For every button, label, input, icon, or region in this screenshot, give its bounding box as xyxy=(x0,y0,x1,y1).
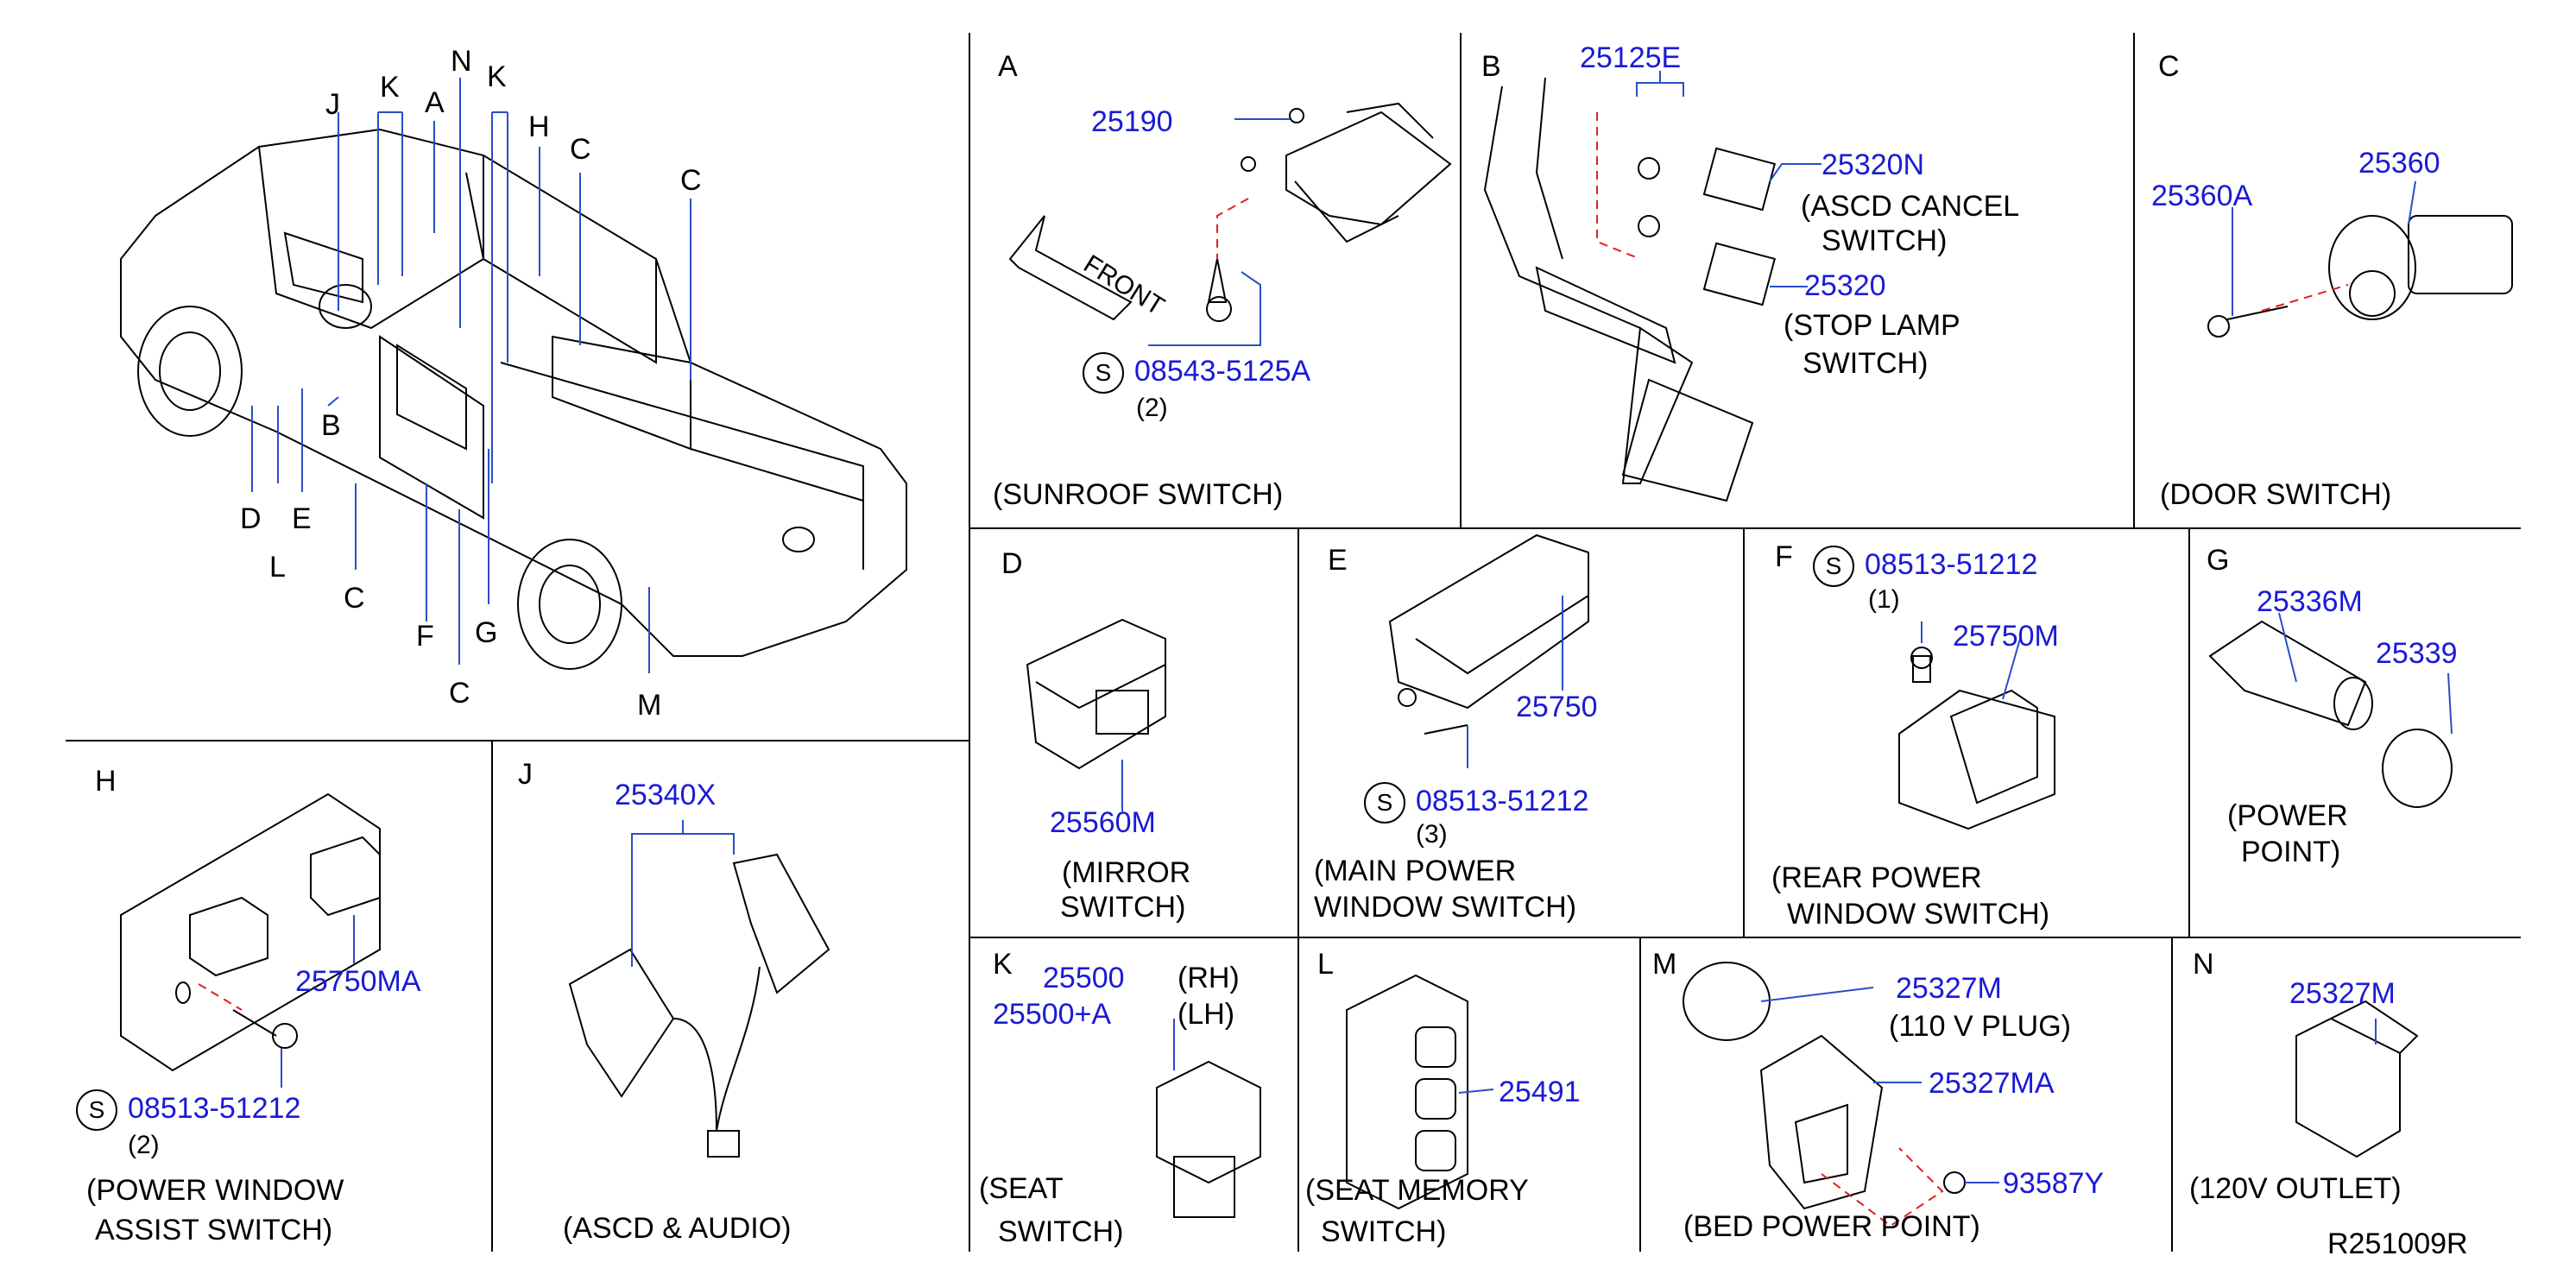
callout-c4: C xyxy=(449,677,470,710)
panel-letter: L xyxy=(1317,948,1334,981)
part-number: 25336M xyxy=(2257,585,2363,618)
part-number: 08513-51212 xyxy=(1416,784,1589,817)
part-number: 08543-5125A xyxy=(1134,354,1311,388)
part-number: 25491 xyxy=(1499,1076,1581,1108)
panel-caption: (MAIN POWER xyxy=(1314,855,1517,887)
panel-caption: (POWER xyxy=(2227,799,2348,832)
panel-caption: (120V OUTLET) xyxy=(2189,1172,2402,1205)
quantity: (3) xyxy=(1416,820,1448,849)
panel-caption: POINT) xyxy=(2241,836,2341,868)
panel-caption: (BED POWER POINT) xyxy=(1683,1210,1980,1243)
part-number: 25750M xyxy=(1953,620,2059,653)
quantity: (1) xyxy=(1868,585,1900,614)
part-number: 25327M xyxy=(1896,972,2002,1005)
panel-caption: (REAR POWER xyxy=(1771,861,1982,894)
part-number: 93587Y xyxy=(2003,1167,2105,1200)
callout-h: H xyxy=(528,110,550,143)
standard-part-symbol: S xyxy=(1813,546,1854,587)
panel-caption: (SEAT MEMORY xyxy=(1305,1174,1529,1207)
part-desc: SWITCH) xyxy=(1803,347,1929,380)
part-number: 25360A xyxy=(2151,180,2253,212)
panel-letter: F xyxy=(1775,540,1793,573)
panel-caption: (ASCD & AUDIO) xyxy=(563,1212,792,1245)
callout-n: N xyxy=(451,45,472,78)
callout-k2: K xyxy=(487,60,507,93)
part-number: 08513-51212 xyxy=(1865,547,2038,581)
part-number: 25327MA xyxy=(1929,1067,2055,1100)
panel-letter: K xyxy=(993,948,1013,981)
part-number: 25560M xyxy=(1050,806,1156,839)
truck-outline xyxy=(120,128,907,670)
part-number: 25500+A xyxy=(993,998,1112,1031)
callout-f: F xyxy=(416,620,434,653)
panel-caption: (POWER WINDOW xyxy=(86,1174,344,1207)
reference-code: R251009R xyxy=(2327,1227,2468,1260)
part-desc: SWITCH) xyxy=(1822,224,1948,257)
callout-l: L xyxy=(269,551,286,584)
quantity: (2) xyxy=(1136,394,1168,422)
standard-part-symbol: S xyxy=(1364,782,1405,824)
callout-e: E xyxy=(292,502,312,535)
panel-letter: A xyxy=(998,50,1018,83)
callout-g: G xyxy=(475,616,498,649)
panel-caption: SWITCH) xyxy=(1060,891,1186,924)
panel-caption: (MIRROR xyxy=(1062,856,1191,889)
panel-caption: WINDOW SWITCH) xyxy=(1787,898,2050,931)
part-number: 25340X xyxy=(615,779,717,811)
screw-label: S 08513-51212 xyxy=(1813,546,2037,587)
panel-caption: SWITCH) xyxy=(1321,1215,1447,1248)
part-number: 25327M xyxy=(2289,977,2396,1010)
callout-b: B xyxy=(321,409,341,442)
standard-part-symbol: S xyxy=(76,1089,117,1131)
panel-caption: (SEAT xyxy=(979,1172,1064,1205)
callout-k: K xyxy=(380,71,400,104)
screw-label: S 08513-51212 xyxy=(76,1089,300,1131)
quantity: (2) xyxy=(128,1131,160,1159)
callout-c1: C xyxy=(570,133,591,166)
standard-part-symbol: S xyxy=(1083,352,1124,394)
panel-caption: (DOOR SWITCH) xyxy=(2160,478,2392,511)
side-label: (RH) xyxy=(1178,962,1240,994)
part-number: 25500 xyxy=(1043,962,1125,994)
panel-letter: B xyxy=(1481,50,1501,83)
panel-caption: ASSIST SWITCH) xyxy=(95,1214,333,1246)
part-number: 25750MA xyxy=(295,965,421,998)
part-number: 25360 xyxy=(2358,147,2440,180)
part-number: 25190 xyxy=(1091,105,1173,138)
panel-letter: N xyxy=(2193,948,2214,981)
screw-label: S 08513-51212 xyxy=(1364,782,1588,824)
callout-m: M xyxy=(637,689,662,722)
part-number: 25320 xyxy=(1804,269,1886,302)
part-number: 25750 xyxy=(1516,691,1598,723)
panel-letter: E xyxy=(1328,544,1348,577)
callout-c2: C xyxy=(680,164,702,197)
side-label: (LH) xyxy=(1178,998,1235,1031)
part-desc: (110 V PLUG) xyxy=(1889,1010,2072,1043)
panel-letter: H xyxy=(95,765,117,798)
panel-letter: M xyxy=(1652,948,1677,981)
part-number: 25320N xyxy=(1822,148,1925,181)
callout-c3: C xyxy=(344,582,365,615)
panel-letter: G xyxy=(2207,544,2230,577)
panel-caption: WINDOW SWITCH) xyxy=(1314,891,1577,924)
part-number: 25125E xyxy=(1580,41,1682,74)
panel-letter: C xyxy=(2158,50,2180,83)
panel-caption: (SUNROOF SWITCH) xyxy=(993,478,1284,511)
callout-j: J xyxy=(325,88,340,121)
callout-a: A xyxy=(425,86,445,119)
part-number: 08513-51212 xyxy=(128,1091,301,1125)
panel-letter: J xyxy=(518,758,533,791)
part-desc: (STOP LAMP xyxy=(1784,309,1960,342)
part-desc: (ASCD CANCEL xyxy=(1801,190,2020,223)
callout-d: D xyxy=(240,502,262,535)
panel-caption: SWITCH) xyxy=(998,1215,1124,1248)
panel-letter: D xyxy=(1001,547,1023,580)
screw-label: S 08543-5125A xyxy=(1083,352,1310,394)
part-number: 25339 xyxy=(2376,637,2458,670)
